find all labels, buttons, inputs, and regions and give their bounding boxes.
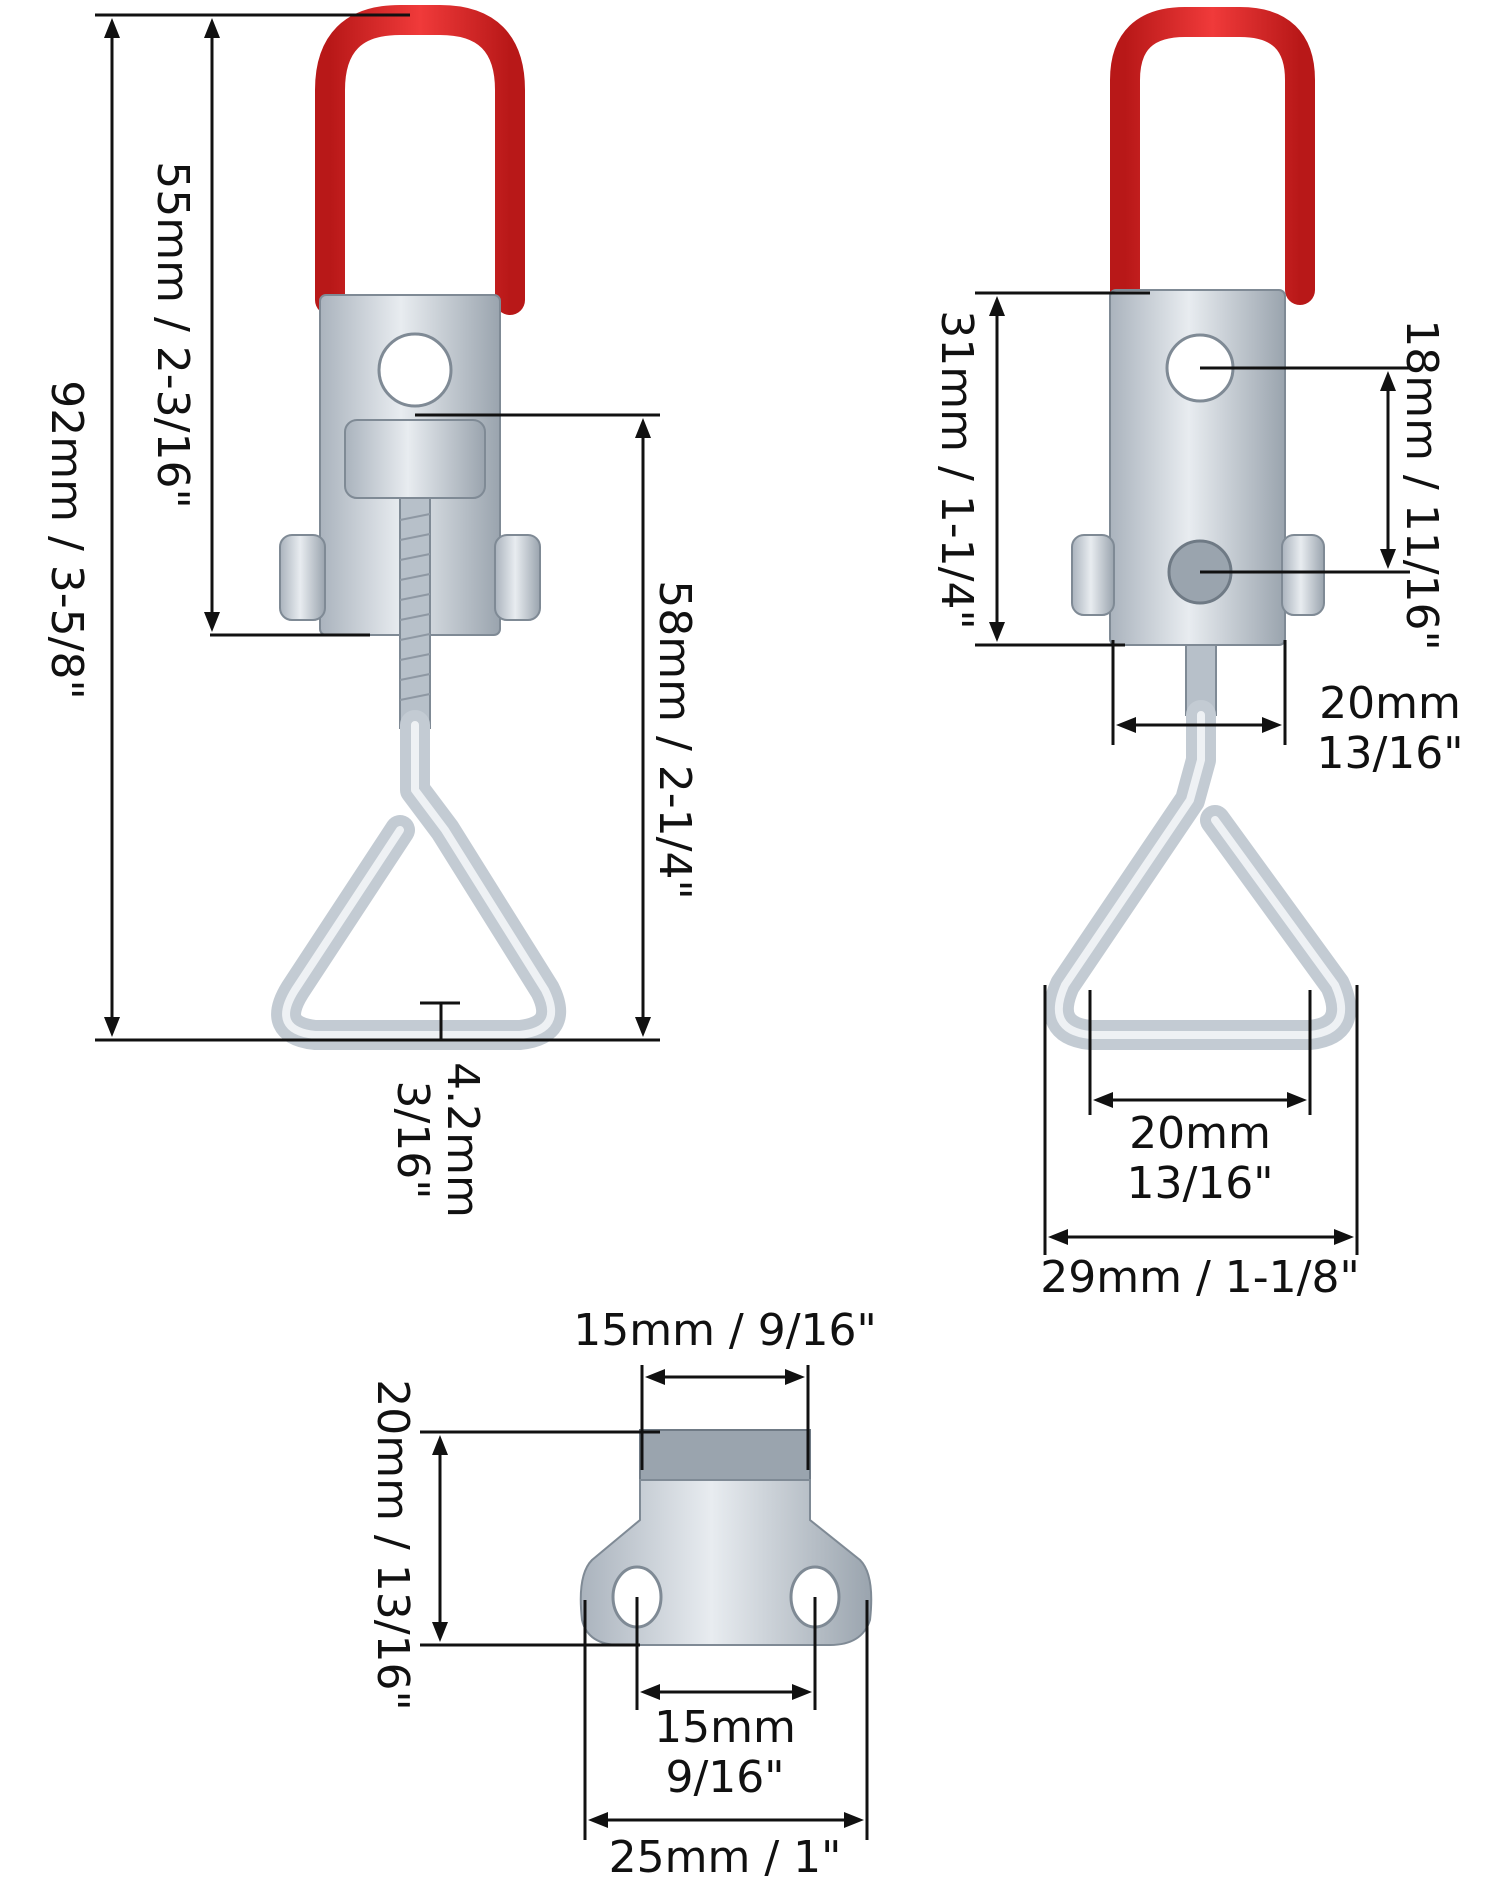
- latch-side-view: [271, 5, 567, 1050]
- handle-height-label: 55mm / 2-3/16": [147, 161, 198, 508]
- loop-inner-in-label: 13/16": [1126, 1158, 1273, 1209]
- body-height-label: 31mm / 1-1/4": [931, 310, 982, 629]
- keeper-plate: [579, 1429, 873, 1646]
- hook-height-label: 58mm / 2-1/4": [649, 580, 700, 899]
- side-bolt-right: [494, 534, 541, 621]
- body-width-mm-label: 20mm: [1319, 678, 1461, 729]
- loop-outer-label: 29mm / 1-1/8": [1040, 1252, 1359, 1303]
- side-bolt-right-b: [1281, 534, 1325, 616]
- red-handle-right: [1110, 7, 1315, 305]
- labels-right: 31mm / 1-1/4" 18mm / 11/16" 20mm 13/16" …: [931, 310, 1464, 1303]
- body-width-in-label: 13/16": [1316, 728, 1463, 779]
- latch-front-view: [1043, 7, 1357, 1050]
- plate-hole-left: [377, 332, 453, 408]
- threaded-barrel-left: [344, 419, 486, 499]
- red-handle-left: [315, 5, 525, 315]
- keeper-holes-mm-label: 15mm: [654, 1702, 796, 1753]
- keeper-top-label: 15mm / 9/16": [573, 1305, 877, 1356]
- dimensions-keeper: [420, 1365, 869, 1840]
- keeper-height-label: 20mm / 13/16": [367, 1379, 418, 1711]
- keeper-holes-in-label: 9/16": [665, 1752, 784, 1803]
- dimensions-left: [95, 13, 660, 1042]
- labels-keeper: 15mm / 9/16" 20mm / 13/16" 15mm 9/16" 25…: [367, 1305, 877, 1883]
- wire-thickness-in-label: 3/16": [387, 1080, 438, 1199]
- keeper-width-label: 25mm / 1": [609, 1832, 842, 1883]
- screw-rod-left: [399, 497, 431, 729]
- labels-left: 92mm / 3-5/8" 55mm / 2-3/16" 58mm / 2-1/…: [41, 161, 700, 1218]
- loop-inner-mm-label: 20mm: [1129, 1108, 1271, 1159]
- side-bolt-right-a: [1071, 534, 1115, 616]
- hole-spacing-label: 18mm / 11/16": [1396, 319, 1447, 651]
- total-height-label: 92mm / 3-5/8": [41, 380, 92, 699]
- dimensions-right: [975, 291, 1410, 1255]
- keeper-lip: [639, 1429, 811, 1481]
- wire-thickness-label: 4.2mm: [437, 1062, 488, 1218]
- side-bolt-left: [279, 534, 326, 621]
